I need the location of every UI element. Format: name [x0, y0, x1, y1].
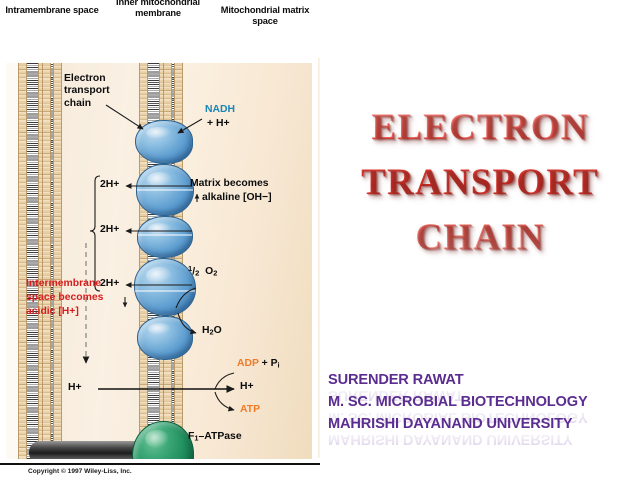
label-electron-transport-chain: Electron transport chain [64, 73, 110, 109]
diagram-vector-overlay [82, 104, 235, 412]
figure-bottom-rule [0, 463, 320, 465]
label-atp: ATP [240, 404, 261, 415]
label-half-oxygen: 1/2 O2 [188, 263, 217, 279]
diagram-panel: Electron transport chain NADH + H+ 2H+ 2… [6, 63, 312, 459]
etc-complex-v [137, 316, 193, 360]
etc-complex-iii [137, 216, 193, 258]
author-credits: SURENDER RAWAT M. SC. MICROBIAL BIOTECHN… [328, 370, 640, 435]
label-nadh: NADH [205, 104, 236, 115]
etc-complex-i [135, 120, 193, 164]
label-adp-phosphate: ADP + Pi [237, 358, 280, 370]
fraction-one-half: 1/2 [188, 264, 200, 278]
title-line-1: ELECTRON [371, 107, 589, 148]
label-matrix-alkaline-line2: alkaline [OH−] [202, 192, 272, 203]
label-proton-pump-3: 2H+ [100, 278, 120, 289]
oxygen-formula: O2 [202, 265, 218, 278]
label-water: H2O [202, 325, 222, 337]
copyright-notice: Copyright © 1997 Wiley-Liss, Inc. [28, 468, 132, 475]
slide-title: ELECTRON TRANSPORT CHAIN [320, 100, 640, 265]
title-line-3: CHAIN [415, 217, 545, 258]
complex-band [137, 189, 193, 191]
intermembrane-space-region [62, 63, 139, 459]
figure-header-intramembrane-space: Intramembrane space [5, 5, 99, 15]
f1-highlight [145, 429, 169, 449]
credit-author-name: SURENDER RAWAT [328, 370, 640, 392]
figure-header-inner-mitochondrial-membrane: Inner mitochondrial membrane [116, 0, 200, 19]
label-proton-pump-2: 2H+ [100, 224, 120, 235]
label-intermembrane-acidic-line3: acidic [H+] [26, 306, 79, 317]
complex-highlight [147, 172, 172, 187]
outer-mitochondrial-membrane [18, 63, 62, 459]
label-intermembrane-acidic-line2: space becomes [26, 292, 104, 303]
slide-text-area: ELECTRON TRANSPORT CHAIN SURENDER RAWAT … [320, 0, 640, 480]
complex-band [135, 290, 195, 292]
etc-complex-iv [134, 258, 196, 316]
lipid-head-layer [18, 63, 27, 459]
label-proton-pump-1: 2H+ [100, 179, 120, 190]
complex-highlight [147, 222, 172, 235]
matrix-space-region [183, 63, 312, 459]
label-intermembrane-acidic-line1: Intermembrane [26, 278, 102, 289]
label-nadh-proton: + H+ [207, 118, 230, 129]
complex-highlight [145, 266, 173, 284]
credit-degree: M. SC. MICROBIAL BIOTECHNOLOGY [328, 392, 640, 414]
label-proton-outflow: H+ [240, 381, 254, 392]
f0-stalk [29, 441, 154, 459]
complex-highlight [146, 126, 171, 140]
electron-transport-chain-figure: Intramembrane space Inner mitochondrial … [0, 0, 320, 475]
label-f1-atpase: F1–ATPase [188, 431, 242, 443]
credit-institution: MAHRISHI DAYANAND UNIVERSITY [328, 414, 640, 436]
figure-header-mitochondrial-matrix-space: Mitochondrial matrix space [220, 5, 310, 27]
lipid-head-layer [53, 63, 62, 459]
complex-highlight [147, 322, 172, 336]
complex-band [138, 234, 192, 236]
etc-complex-ii [136, 164, 194, 216]
cytosol-strip [6, 63, 18, 459]
lipid-head-layer [42, 63, 51, 459]
lipid-tail-layer [27, 63, 38, 459]
title-line-2: TRANSPORT [361, 162, 599, 203]
label-matrix-alkaline-line1: Matrix becomes [190, 178, 269, 189]
label-proton-inflow: H+ [68, 382, 82, 393]
